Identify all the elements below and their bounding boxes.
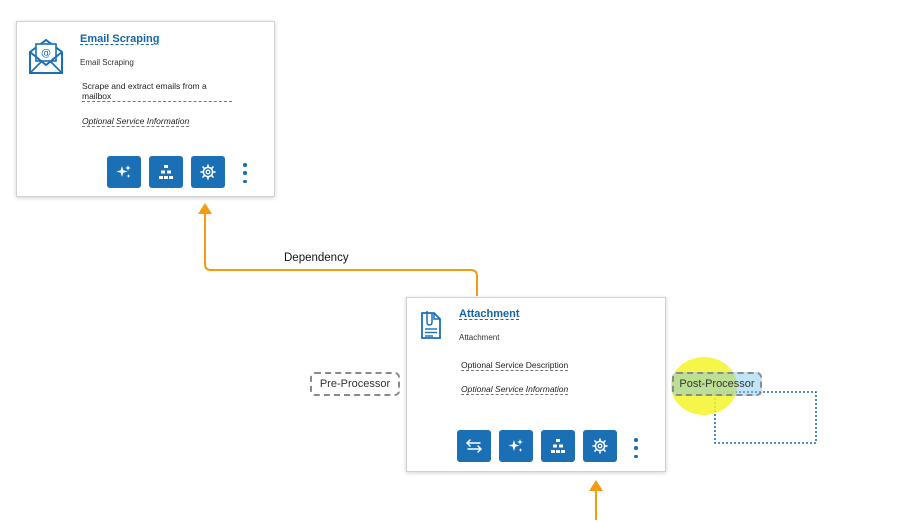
card-service-description[interactable]: Optional Service Description (461, 360, 569, 371)
incoming-arrowhead (589, 480, 603, 491)
settings-button[interactable] (191, 156, 225, 188)
attachment-document-icon (419, 310, 443, 345)
swap-button[interactable] (457, 430, 491, 462)
svg-text:@: @ (41, 48, 51, 59)
card-subtitle: Email Scraping (80, 58, 134, 67)
settings-button[interactable] (583, 430, 617, 462)
email-scraping-card[interactable]: @ Email Scraping Email Scraping Scrape a… (16, 21, 275, 197)
hierarchy-button[interactable] (541, 430, 575, 462)
sparkle-button[interactable] (107, 156, 141, 188)
sparkle-icon (508, 439, 523, 452)
hierarchy-button[interactable] (149, 156, 183, 188)
gear-icon (592, 438, 608, 454)
pre-processor-port[interactable]: Pre-Processor (310, 372, 400, 396)
dependency-arrowhead (198, 203, 212, 214)
email-envelope-icon: @ (27, 35, 65, 82)
hierarchy-icon (159, 165, 173, 179)
dependency-edge[interactable] (204, 212, 478, 296)
gear-icon (200, 164, 216, 180)
sparkle-button[interactable] (499, 430, 533, 462)
dependency-label: Dependency (284, 252, 349, 264)
attachment-card[interactable]: Attachment Attachment Optional Service D… (406, 297, 666, 472)
hierarchy-icon (551, 439, 565, 453)
card-title[interactable]: Email Scraping (80, 33, 160, 45)
swap-arrows-icon (466, 439, 482, 453)
kebab-menu-icon[interactable] (240, 163, 250, 183)
kebab-menu-icon[interactable] (631, 438, 641, 458)
cursor-highlight (671, 357, 737, 415)
post-processor-port[interactable]: Post-Processor (672, 372, 762, 396)
card-service-info[interactable]: Optional Service Information (461, 384, 569, 395)
card-subtitle: Attachment (459, 333, 500, 342)
card-description[interactable]: Scrape and extract emails from a mailbox (82, 81, 232, 102)
card-service-info[interactable]: Optional Service Information (82, 116, 190, 127)
card-title[interactable]: Attachment (459, 308, 520, 320)
sparkle-icon (116, 165, 131, 178)
